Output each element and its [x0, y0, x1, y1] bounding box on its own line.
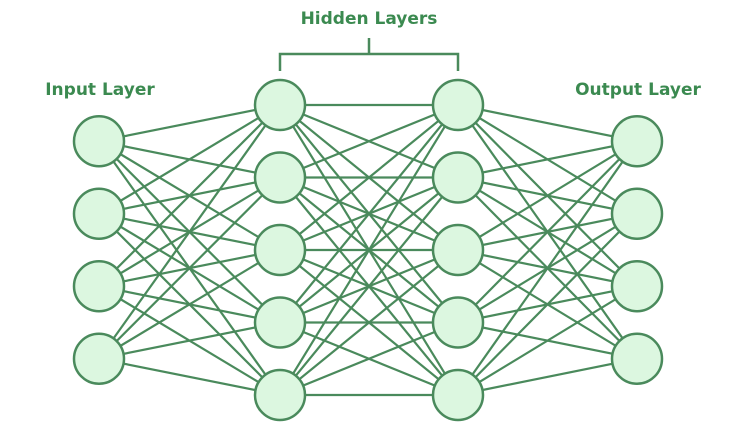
connection-hidden-1-3-to-hidden-2-0	[279, 104, 459, 324]
connection-hidden-1-4-to-hidden-2-0	[279, 104, 459, 396]
hidden-2-node-4	[431, 296, 485, 349]
hidden-1-node-5	[253, 368, 307, 422]
hidden-2-node-2	[431, 151, 485, 204]
connection-hidden-1-4-to-hidden-2-2	[279, 249, 459, 396]
connection-hidden-2-3-to-output-0	[457, 140, 638, 324]
output-layer-label: Output Layer	[575, 80, 701, 100]
connection-input-2-to-hidden-1-0	[98, 104, 281, 288]
output-node-1	[610, 115, 664, 168]
connection-input-3-to-hidden-1-2	[98, 249, 281, 360]
output-node-2	[610, 187, 664, 240]
hidden-1-node-3	[253, 223, 307, 277]
connection-hidden-1-4-to-hidden-2-3	[279, 321, 459, 397]
connection-input-3-to-hidden-1-1	[98, 176, 281, 360]
connection-hidden-2-4-to-output-1	[457, 212, 638, 396]
hidden-layers-label: Hidden Layers	[300, 9, 438, 29]
connection-hidden-1-2-to-hidden-2-0	[279, 104, 459, 251]
connection-hidden-1-4-to-hidden-2-1	[279, 176, 459, 396]
input-node-1	[72, 115, 126, 168]
input-node-3	[72, 260, 126, 313]
hidden-layers-bracket	[278, 38, 460, 71]
hidden-1-node-4	[253, 296, 307, 349]
hidden-2-node-1	[431, 78, 485, 132]
input-layer-label: Input Layer	[45, 80, 155, 100]
connection-input-3-to-hidden-1-3	[98, 321, 281, 360]
connection-input-0-to-hidden-1-0	[98, 103, 281, 143]
hidden-1-node-1	[253, 78, 307, 132]
hidden-2-node-5	[431, 368, 485, 422]
hidden-1-node-2	[253, 151, 307, 204]
connection-hidden-2-2-to-output-0	[457, 140, 638, 251]
connection-hidden-2-0-to-output-0	[457, 103, 638, 143]
connection-input-3-to-hidden-1-0	[98, 104, 281, 360]
output-node-4	[610, 332, 664, 385]
connection-hidden-2-1-to-output-0	[457, 140, 638, 179]
connection-hidden-2-4-to-output-0	[457, 140, 638, 396]
connection-hidden-2-4-to-output-2	[457, 285, 638, 396]
input-node-2	[72, 187, 126, 240]
output-node-3	[610, 260, 664, 313]
connections	[98, 103, 638, 397]
connection-input-3-to-hidden-1-4	[98, 357, 281, 397]
input-node-4	[72, 332, 126, 385]
connection-hidden-1-1-to-hidden-2-0	[279, 103, 459, 179]
connection-input-1-to-hidden-1-0	[98, 104, 281, 215]
connection-hidden-2-4-to-output-3	[457, 357, 638, 397]
hidden-2-node-3	[431, 223, 485, 277]
nodes	[72, 78, 664, 422]
